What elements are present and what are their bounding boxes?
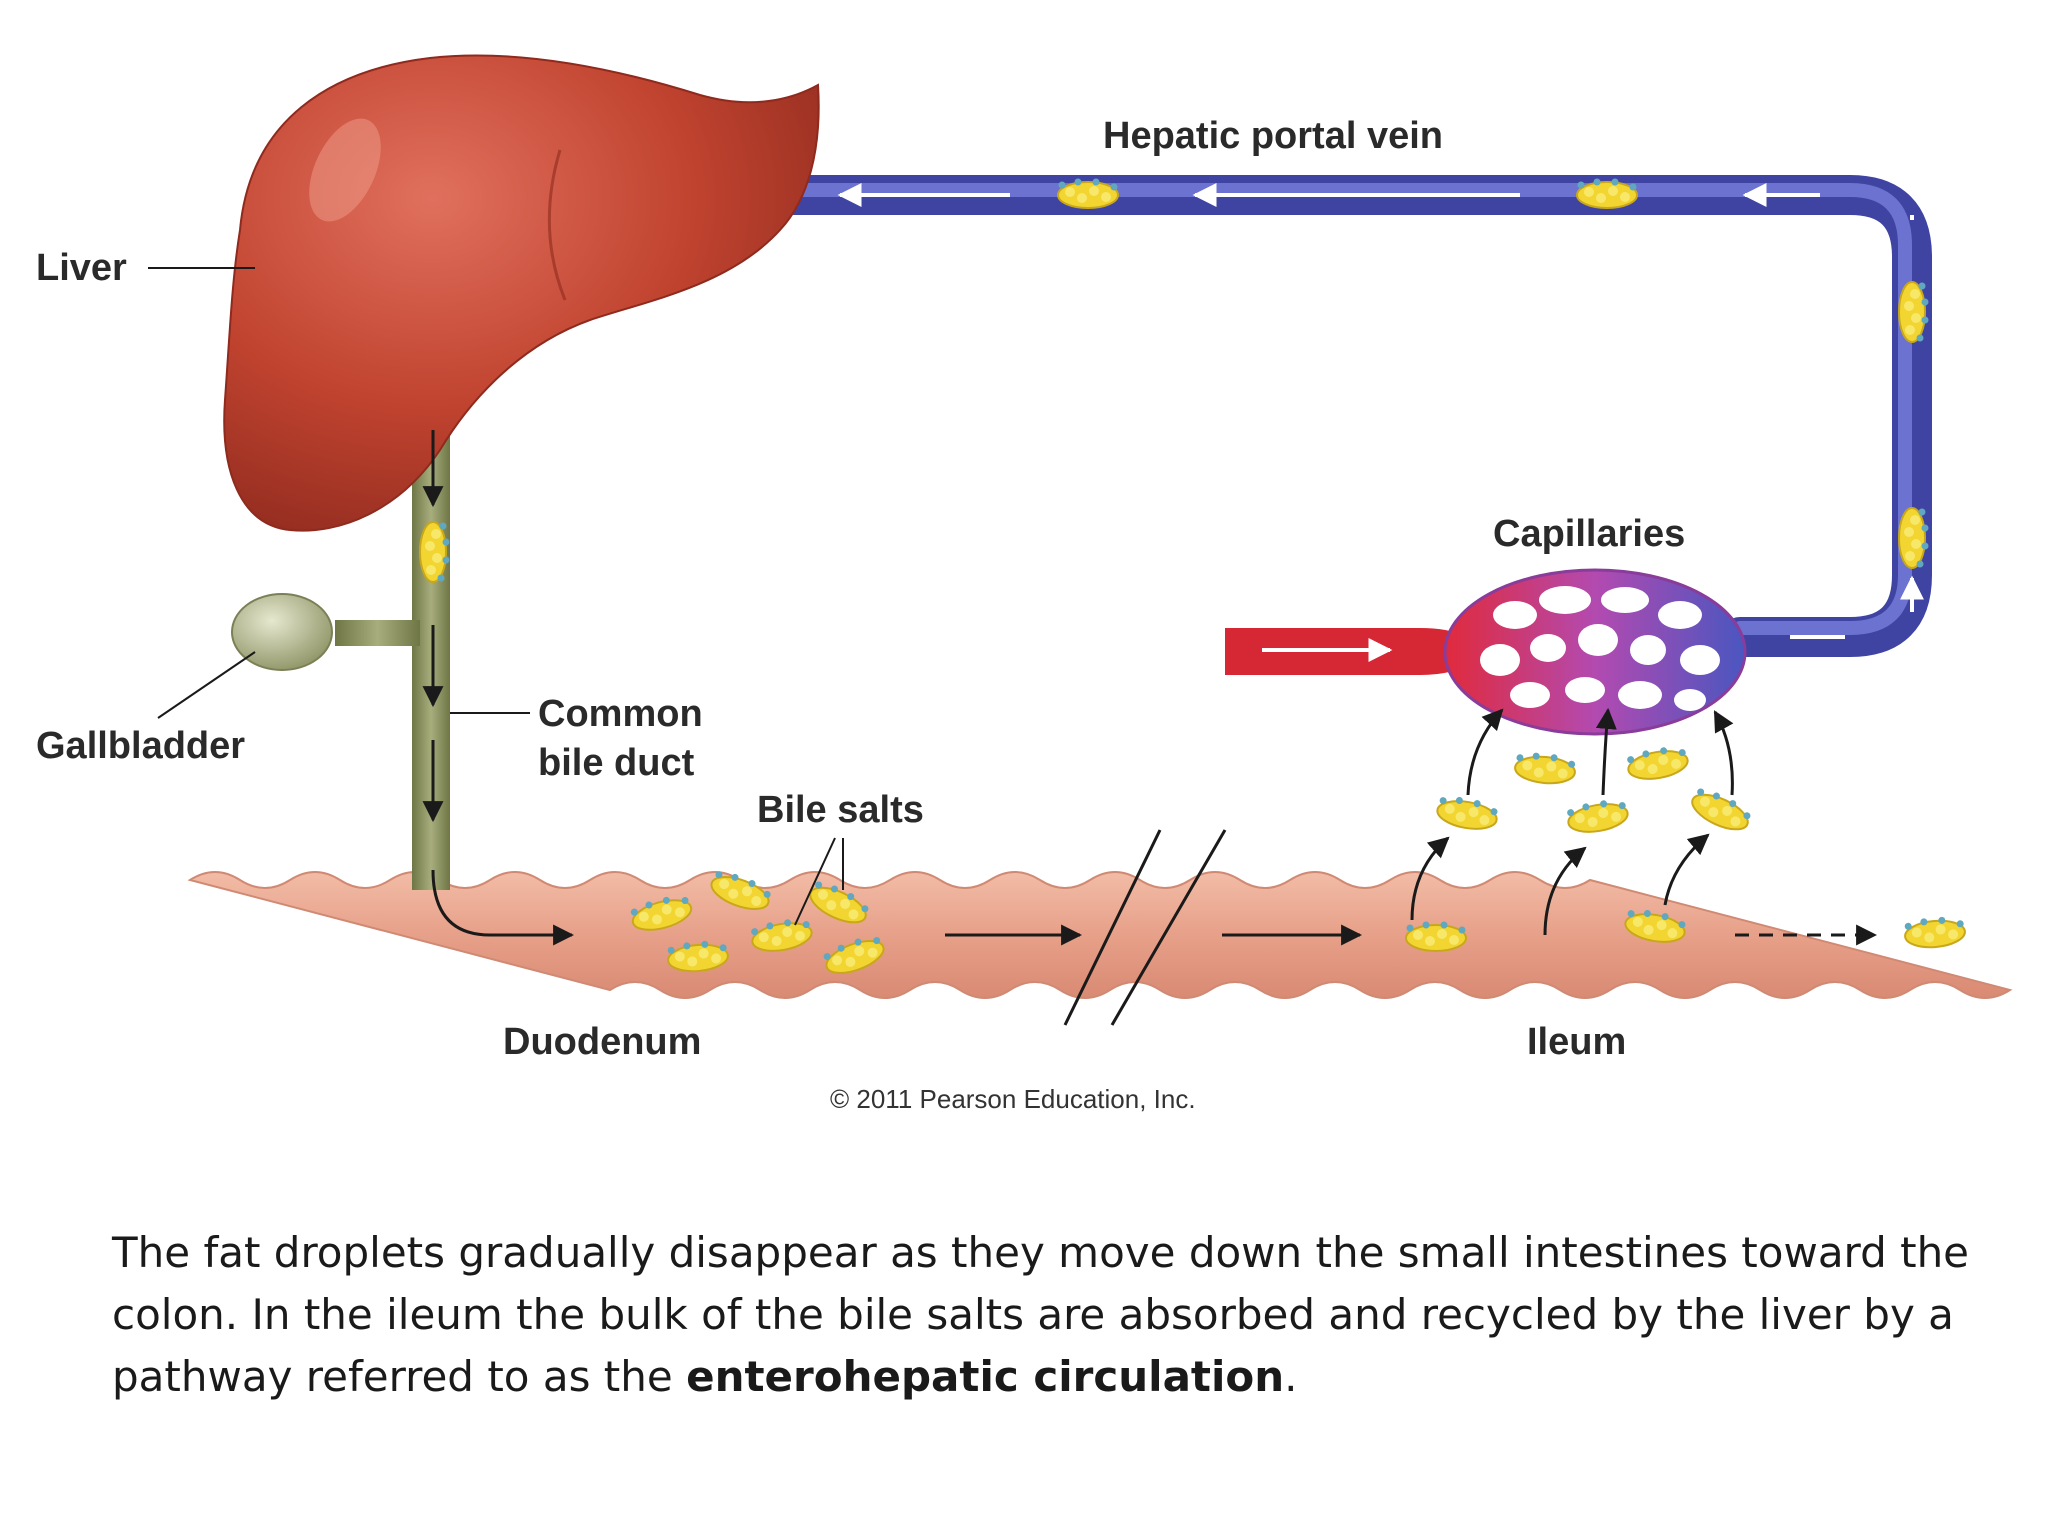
small-intestine [187,871,2013,999]
cystic-duct [335,620,420,646]
absorption-arrow [1543,846,1587,936]
absorption-arrow [1466,708,1504,796]
absorption-arrow [1595,707,1617,796]
break-mark [1063,829,1162,1026]
liver-lobe-line [547,149,567,301]
hepatic-portal-vein-highlight [763,183,1912,635]
caption-end: . [1284,1352,1298,1401]
duodenum-label: Duodenum [503,1021,701,1063]
liver-highlight [309,118,381,222]
caption-emphasis: enterohepatic circulation [686,1352,1285,1401]
bile-salts-label: Bile salts [757,789,924,831]
gallbladder-label: Gallbladder [36,725,245,767]
common-bile-duct-label-line2: bile duct [538,742,695,784]
break-mark [1110,829,1227,1026]
capillary-bed [1443,568,1747,736]
capillaries-label: Capillaries [1493,513,1685,555]
absorption-arrow [1713,710,1734,796]
ileum-label: Ileum [1527,1021,1626,1063]
hepatic-portal-vein [750,175,1932,657]
flow-arrow [431,869,575,946]
liver-label: Liver [36,247,127,289]
absorption-arrow [1410,836,1450,921]
liver [223,54,820,532]
caption: The fat droplets gradually disappear as … [112,1222,1972,1408]
gallbladder-leader-line [157,651,256,719]
absorption-arrow [1663,833,1710,906]
caption-text: The fat droplets gradually disappear as … [112,1228,1970,1401]
copyright-notice: © 2011 Pearson Education, Inc. [830,1084,1196,1114]
gallbladder [231,593,333,671]
bile-salts-leader-line [794,837,836,926]
common-bile-duct-label-line1: Common [538,693,703,735]
hepatic-portal-vein-label: Hepatic portal vein [1103,115,1443,157]
